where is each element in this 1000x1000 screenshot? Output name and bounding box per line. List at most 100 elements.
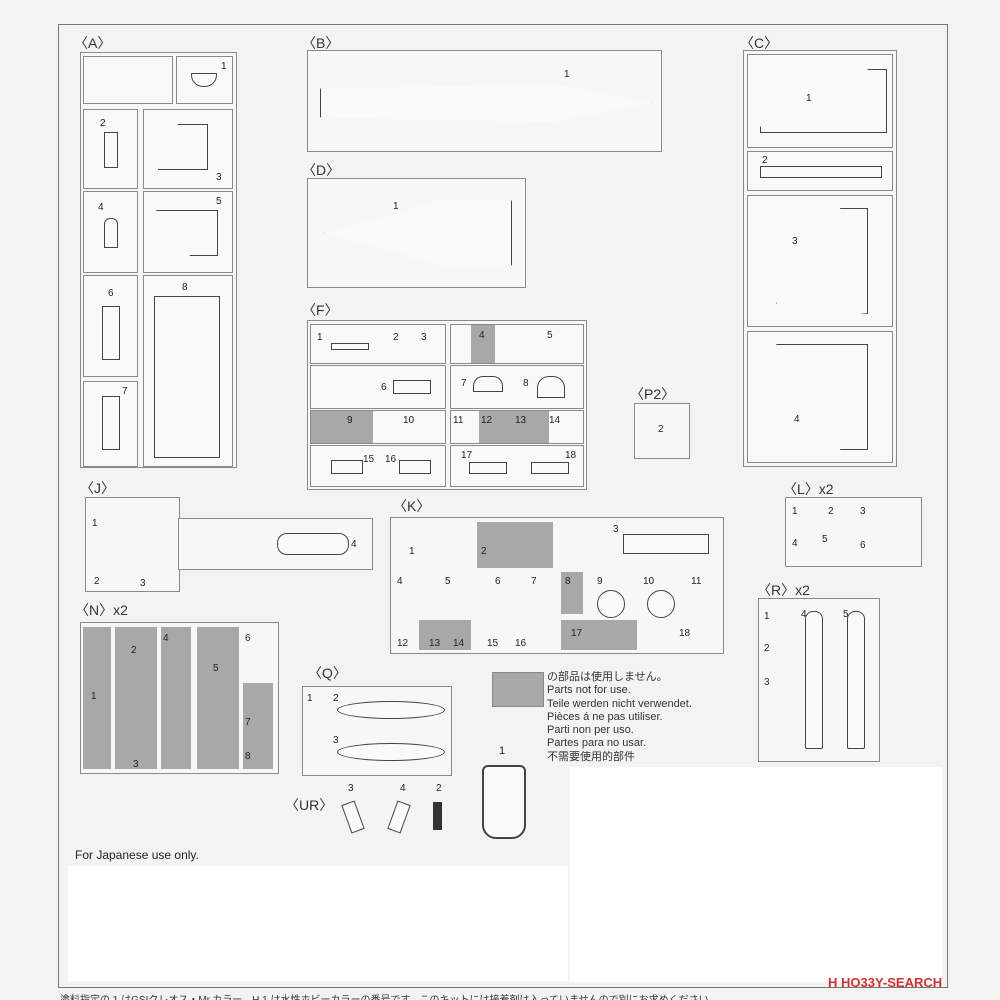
sprue-cell: 6 bbox=[310, 365, 446, 409]
part-number: 1 bbox=[92, 518, 98, 529]
part-number: 1 bbox=[806, 93, 812, 104]
unused-part-area bbox=[115, 627, 157, 769]
page-frame bbox=[58, 24, 948, 988]
part-number: 16 bbox=[515, 638, 527, 649]
logo-mark: H bbox=[828, 975, 838, 990]
legend-line: Partes para no usar. bbox=[547, 737, 647, 750]
unused-part-area bbox=[311, 411, 373, 443]
part-number: 3 bbox=[216, 172, 222, 183]
unused-part-area bbox=[477, 522, 553, 568]
part-number: 2 bbox=[764, 643, 770, 654]
part-number: 4 bbox=[98, 202, 104, 213]
part-number: 1 bbox=[221, 61, 227, 72]
part-number: 11 bbox=[691, 576, 702, 587]
part-number: 1 bbox=[317, 332, 323, 343]
sprue-cell: 7 8 bbox=[450, 365, 584, 409]
sprue-d-label: 〈D〉 bbox=[302, 162, 341, 178]
part-number: 2 bbox=[762, 155, 768, 166]
part-shape bbox=[760, 166, 882, 178]
part-number: 4 bbox=[397, 576, 403, 587]
footer-note: 塗料指定の 1 はGSIクレオス・Mr.カラー、H 1 は水性ホビーカラーの番号… bbox=[60, 991, 719, 1000]
sprue-c: 1 2 3 4 bbox=[743, 50, 897, 467]
unused-part-area bbox=[561, 620, 637, 650]
part-number: 13 bbox=[429, 638, 441, 649]
part-number: 1 bbox=[409, 546, 415, 557]
wheel-part bbox=[647, 590, 675, 618]
part-number: 3 bbox=[613, 524, 619, 535]
part-number: 7 bbox=[245, 717, 251, 728]
part-number: 7 bbox=[531, 576, 537, 587]
part-number: 4 bbox=[400, 783, 406, 794]
part-number: 3 bbox=[421, 332, 427, 343]
sprue-j-label: 〈J〉 bbox=[80, 480, 115, 496]
part-shape bbox=[433, 802, 442, 830]
part-number: 3 bbox=[133, 759, 139, 770]
part-number: 5 bbox=[547, 330, 553, 341]
part-number: 17 bbox=[571, 628, 583, 639]
sprue-cell: 17 18 bbox=[450, 445, 584, 487]
unused-part-area bbox=[161, 627, 191, 769]
sprue-ur-label: 〈UR〉 bbox=[285, 797, 334, 813]
sprue-cell: 1 2 3 bbox=[310, 324, 446, 364]
sprue-cell: 4 bbox=[83, 191, 138, 273]
sprue-cell: 8 bbox=[143, 275, 233, 467]
sprue-f: 1 2 3 4 5 6 7 8 9 10 11 12 13 14 bbox=[307, 320, 587, 490]
part-number: 3 bbox=[348, 783, 354, 794]
part-number: 7 bbox=[122, 386, 128, 397]
part-shape bbox=[154, 296, 220, 458]
sprue-cell: 4 bbox=[747, 331, 893, 463]
wing-part bbox=[776, 208, 868, 314]
part-number: 2 bbox=[828, 506, 834, 517]
tank-part bbox=[337, 743, 445, 761]
sprue-cell: 1 bbox=[176, 56, 233, 104]
tail-part bbox=[760, 69, 887, 133]
sprue-cell: 7 bbox=[83, 381, 138, 467]
wheel-part bbox=[597, 590, 625, 618]
sprue-f-label: 〈F〉 bbox=[302, 302, 339, 318]
part-number: 4 bbox=[794, 414, 800, 425]
part-number: 1 bbox=[499, 745, 506, 757]
part-number: 8 bbox=[565, 576, 571, 587]
sprue-c-label: 〈C〉 bbox=[740, 35, 779, 51]
part-number: 14 bbox=[549, 415, 561, 426]
part-number: 18 bbox=[565, 450, 577, 461]
tank-part bbox=[337, 701, 445, 719]
part-shape bbox=[393, 380, 431, 394]
sprue-k: 1 2 3 4 5 6 7 8 9 10 11 12 13 14 15 16 1… bbox=[390, 517, 724, 654]
sprue-q-label: 〈Q〉 bbox=[308, 665, 347, 681]
sprue-p2: 2 bbox=[634, 403, 690, 459]
sprue-j-extension: 4 bbox=[178, 518, 373, 570]
part-number: 3 bbox=[764, 677, 770, 688]
part-number: 11 bbox=[453, 415, 464, 426]
part-shape bbox=[469, 462, 507, 474]
unused-part-area bbox=[471, 325, 495, 363]
part-shape bbox=[104, 132, 118, 168]
hobby-search-logo: H HO33Y-SEARCH bbox=[828, 975, 942, 990]
part-number: 2 bbox=[658, 424, 664, 435]
part-number: 10 bbox=[403, 415, 415, 426]
part-number: 8 bbox=[182, 282, 188, 293]
wing-part bbox=[776, 344, 868, 450]
sprue-l: 1 2 3 4 5 6 bbox=[785, 497, 922, 567]
part-number: 3 bbox=[792, 236, 798, 247]
sprue-b-label: 〈B〉 bbox=[302, 35, 340, 51]
unused-part-area bbox=[419, 620, 471, 650]
sprue-a: 1 2 3 4 5 6 8 7 bbox=[80, 52, 237, 468]
part-number: 6 bbox=[245, 633, 251, 644]
tank-part bbox=[805, 611, 823, 749]
part-number: 1 bbox=[764, 611, 770, 622]
part-number: 1 bbox=[393, 201, 399, 212]
part-number: 1 bbox=[564, 69, 570, 80]
sprue-r: 1 2 3 4 5 bbox=[758, 598, 880, 762]
part-shape bbox=[399, 460, 431, 474]
sprue-cell: 2 bbox=[83, 109, 138, 189]
part-number: 4 bbox=[792, 538, 798, 549]
part-number: 2 bbox=[393, 332, 399, 343]
legend-line: Pièces á ne pas utiliser. bbox=[547, 710, 663, 723]
part-number: 3 bbox=[333, 735, 339, 746]
unused-part-area bbox=[83, 627, 111, 769]
part-number: 12 bbox=[481, 415, 493, 426]
fuselage-part bbox=[324, 200, 512, 266]
sprue-cell: 5 bbox=[143, 191, 233, 273]
